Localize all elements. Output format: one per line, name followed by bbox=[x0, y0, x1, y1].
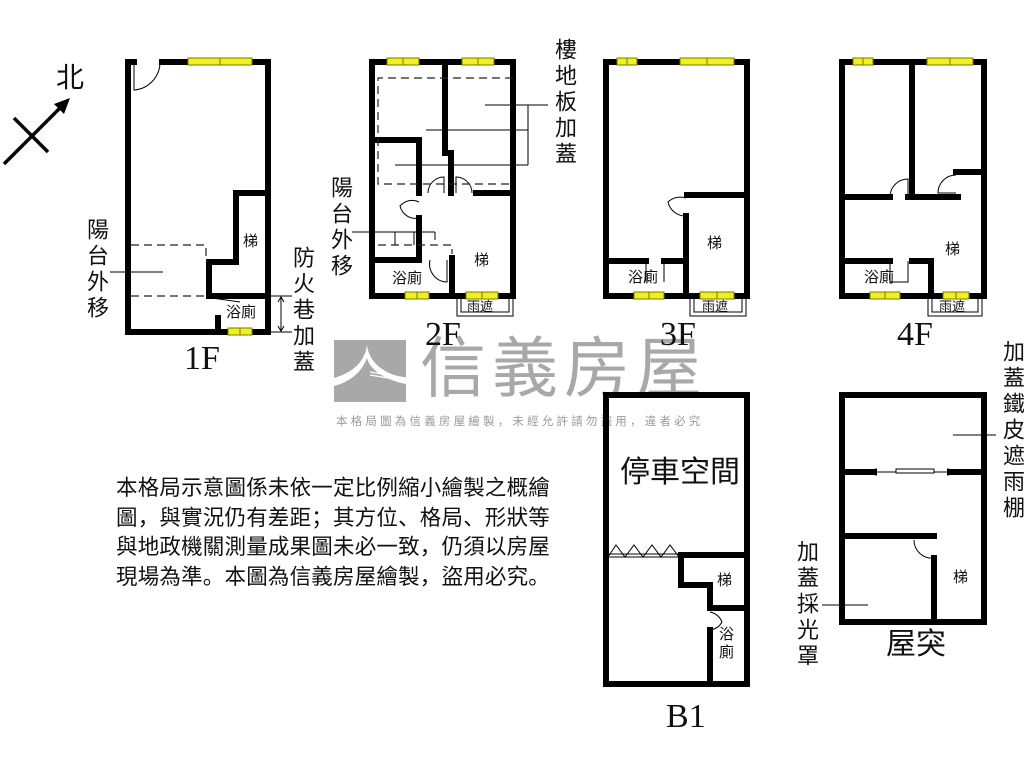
b1-parking-label: 停車空間 bbox=[620, 455, 740, 490]
f3-stair-label: 梯 bbox=[707, 234, 723, 252]
f3-bath-label: 浴廁 bbox=[628, 268, 659, 286]
plan-1f bbox=[110, 57, 292, 336]
roof-skylight-annotation: 加蓋採光罩 bbox=[793, 540, 818, 670]
f2-stair-label: 梯 bbox=[474, 251, 490, 269]
f4-bath-label: 浴廁 bbox=[864, 268, 895, 286]
plan-3f bbox=[603, 57, 750, 317]
f4-floor-label: 4F bbox=[897, 316, 933, 353]
f1-firelane-annotation: 防火巷加蓋 bbox=[289, 246, 314, 376]
plan-roof bbox=[822, 392, 996, 625]
plan-4f bbox=[839, 57, 987, 317]
f3-canopy-label: 雨遮 bbox=[702, 300, 729, 315]
b1-floor-label: B1 bbox=[666, 698, 706, 735]
f4-stair-label: 梯 bbox=[945, 240, 961, 258]
disclaimer-text: 本格局示意圖係未依一定比例縮小繪製之概繪圖，與實況仍有差距；其方位、格局、形狀等… bbox=[116, 476, 551, 590]
roof-iron-canopy-annotation: 加蓋鐵皮遮雨棚 bbox=[999, 340, 1024, 522]
roof-floor-label: 屋突 bbox=[886, 627, 946, 662]
f2-floor-label: 2F bbox=[425, 316, 461, 353]
f2-balcony-annotation: 陽台外移 bbox=[327, 176, 352, 280]
watermark-notice: 本格局圖為信義房屋繪製，未經允許請勿盜用，違者必究 bbox=[336, 414, 704, 428]
f2-canopy-label: 雨遮 bbox=[467, 300, 494, 315]
plan-b1 bbox=[603, 392, 750, 687]
b1-stair-label: 梯 bbox=[717, 571, 733, 589]
plan-2f bbox=[352, 57, 548, 317]
f1-bath-label: 浴廁 bbox=[226, 303, 257, 321]
roof-stair-label: 梯 bbox=[953, 568, 969, 586]
f1-floor-label: 1F bbox=[184, 340, 220, 377]
b1-bath-label: 浴廁 bbox=[717, 626, 735, 662]
f2-floor-slab-annotation: 樓地板加蓋 bbox=[551, 38, 576, 168]
f1-stair-label: 梯 bbox=[243, 232, 259, 250]
f1-balcony-annotation: 陽台外移 bbox=[83, 218, 108, 322]
f3-floor-label: 3F bbox=[660, 316, 696, 353]
f2-bath-label: 浴廁 bbox=[392, 269, 423, 287]
north-arrow-icon bbox=[2, 98, 70, 166]
f4-canopy-label: 雨遮 bbox=[939, 300, 966, 315]
watermark-brand: 信義房屋 bbox=[420, 330, 708, 407]
north-label: 北 bbox=[56, 61, 85, 94]
